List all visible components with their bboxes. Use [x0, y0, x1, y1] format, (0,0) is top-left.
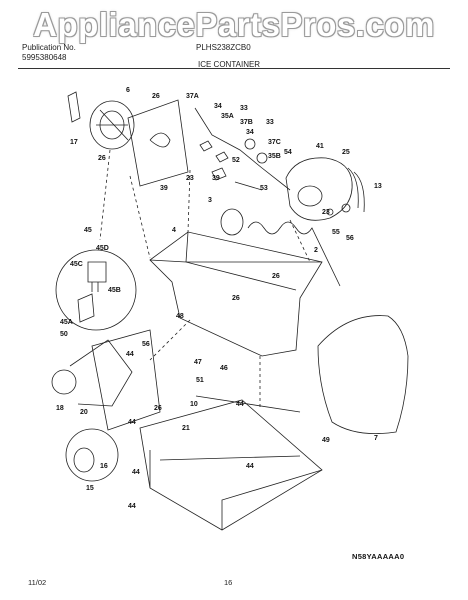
callout-39: 39: [160, 185, 168, 192]
callout-55: 55: [332, 229, 340, 236]
bracket-17-part: [67, 91, 81, 123]
callout-37A: 37A: [186, 93, 199, 100]
housing-part: [91, 329, 161, 431]
callout-37B: 37B: [240, 119, 253, 126]
callout-13: 13: [374, 183, 382, 190]
rear-plate-part: [127, 99, 189, 187]
callout-41: 41: [316, 143, 324, 150]
lamp-detail-circle: [65, 428, 119, 482]
footer-date: 11/02: [28, 578, 47, 587]
callout-48: 48: [176, 313, 184, 320]
callout-49: 49: [322, 437, 330, 444]
spring-part: [347, 167, 365, 213]
auger-motor-part: [89, 100, 135, 150]
callout-50: 50: [60, 331, 68, 338]
callout-44: 44: [128, 503, 136, 510]
rod-part: [195, 395, 301, 413]
front-cover-part: [317, 315, 409, 434]
callout-44: 44: [236, 401, 244, 408]
callout-45C: 45C: [70, 261, 83, 268]
callout-26: 26: [272, 273, 280, 280]
callout-44: 44: [126, 351, 134, 358]
section-title: ICE CONTAINER: [198, 60, 261, 69]
callout-44: 44: [128, 419, 136, 426]
callout-4: 4: [172, 227, 176, 234]
callout-26: 26: [232, 295, 240, 302]
callout-2: 2: [314, 247, 318, 254]
callout-54: 54: [284, 149, 292, 156]
callout-56: 56: [142, 341, 150, 348]
callout-44: 44: [132, 469, 140, 476]
callout-34: 34: [246, 129, 254, 136]
detail-circle-45: [55, 249, 137, 331]
callout-23: 23: [322, 209, 330, 216]
callout-15: 15: [86, 485, 94, 492]
linkage-part: [194, 107, 291, 191]
drive-motor-part: [285, 157, 353, 221]
publication-number: 5995380648: [22, 53, 67, 62]
footer-page-number: 16: [224, 578, 233, 587]
callout-3: 3: [208, 197, 212, 204]
lower-frame-part: [139, 399, 323, 531]
callout-34: 34: [214, 103, 222, 110]
header-rule: [18, 68, 450, 69]
callout-7: 7: [374, 435, 378, 442]
callout-6: 6: [126, 87, 130, 94]
callout-26: 26: [98, 155, 106, 162]
callout-45D: 45D: [96, 245, 109, 252]
callout-26: 26: [152, 93, 160, 100]
ice-bucket-part: [149, 231, 323, 357]
callout-16: 16: [100, 463, 108, 470]
callout-37C: 37C: [268, 139, 281, 146]
callout-56: 56: [346, 235, 354, 242]
publication-label: Publication No.: [22, 43, 76, 52]
callout-45A: 45A: [60, 319, 73, 326]
callout-33: 33: [266, 119, 274, 126]
callout-20: 20: [80, 409, 88, 416]
callout-26: 26: [154, 405, 162, 412]
callout-53: 53: [260, 185, 268, 192]
callout-33: 33: [240, 105, 248, 112]
callout-21: 21: [182, 425, 190, 432]
callout-44: 44: [246, 463, 254, 470]
callout-18: 18: [56, 405, 64, 412]
motor-18-part: [51, 369, 77, 395]
callout-45: 45: [84, 227, 92, 234]
callout-35A: 35A: [221, 113, 234, 120]
callout-35B: 35B: [268, 153, 281, 160]
diagram-code: N58YAAAAA0: [352, 552, 405, 561]
callout-10: 10: [190, 401, 198, 408]
model-number: PLHS238ZCB0: [196, 43, 251, 52]
callout-25: 25: [342, 149, 350, 156]
callout-17: 17: [70, 139, 78, 146]
auger-coil-part: [247, 221, 341, 287]
callout-45B: 45B: [108, 287, 121, 294]
callout-47: 47: [194, 359, 202, 366]
callout-23: 23: [186, 175, 194, 182]
callout-51: 51: [196, 377, 204, 384]
callout-52: 52: [232, 157, 240, 164]
gear-part: [220, 208, 244, 236]
callout-39: 39: [212, 175, 220, 182]
site-watermark: AppliancePartsPros.com: [33, 6, 435, 43]
callout-46: 46: [220, 365, 228, 372]
